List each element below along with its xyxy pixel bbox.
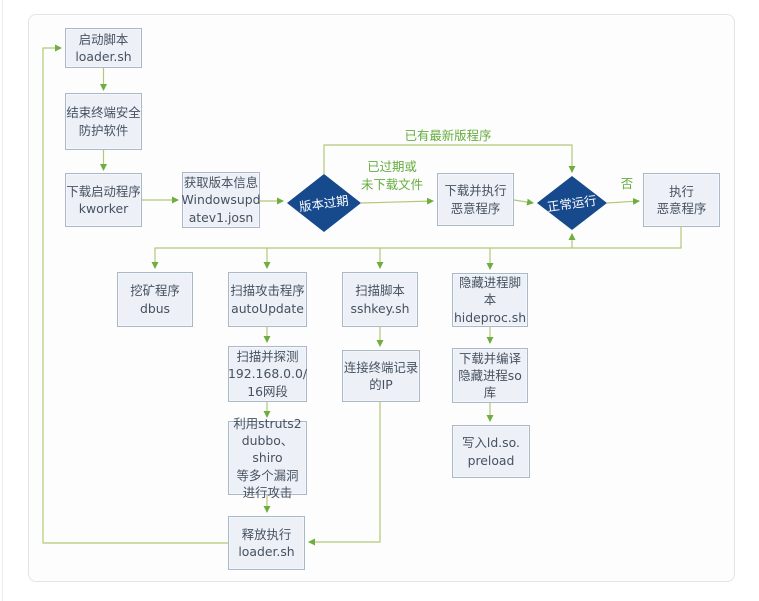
node-download-execute: 下载并执行 恶意程序	[437, 173, 514, 226]
node-start-loader: 启动脚本 loader.sh	[65, 28, 142, 68]
edge-label-has-latest: 已有最新版程序	[404, 128, 492, 143]
edge-label-expired-or-missing: 已过期或 未下载文件	[361, 159, 423, 192]
node-scan-script: 扫描脚本 sshkey.sh	[342, 272, 418, 327]
page-edge-line	[2, 0, 3, 601]
node-miner-dbus: 挖矿程序 dbus	[117, 272, 193, 327]
node-compile-so: 下载并编译 隐藏进程so库	[452, 348, 528, 403]
node-exploit: 利用struts2 dubbo、shiro 等多个漏洞 进行攻击	[228, 416, 307, 500]
node-scan-attack: 扫描攻击程序 autoUpdate	[228, 272, 307, 327]
node-download-kworker: 下载启动程序 kworker	[65, 173, 142, 227]
node-hide-script: 隐藏进程脚本 hideproc.sh	[452, 273, 528, 327]
decision-version-expired-label: 版本过期	[298, 192, 350, 215]
node-connect-ip: 连接终端记录 的IP	[342, 350, 420, 402]
node-kill-security: 结束终端安全 防护软件	[65, 93, 142, 150]
node-scan-detect: 扫描并探测 192.168.0.0/ 16网段	[228, 346, 307, 402]
node-release-loader: 释放执行 loader.sh	[228, 516, 305, 570]
node-execute-malware: 执行 恶意程序	[643, 173, 720, 227]
node-get-version: 获取版本信息 Windowsupd atev1.josn	[182, 172, 260, 228]
node-write-preload: 写入ld.so. preload	[452, 425, 530, 478]
edge-label-no: 否	[620, 176, 634, 191]
decision-running-normal-label: 正常运行	[546, 192, 598, 215]
